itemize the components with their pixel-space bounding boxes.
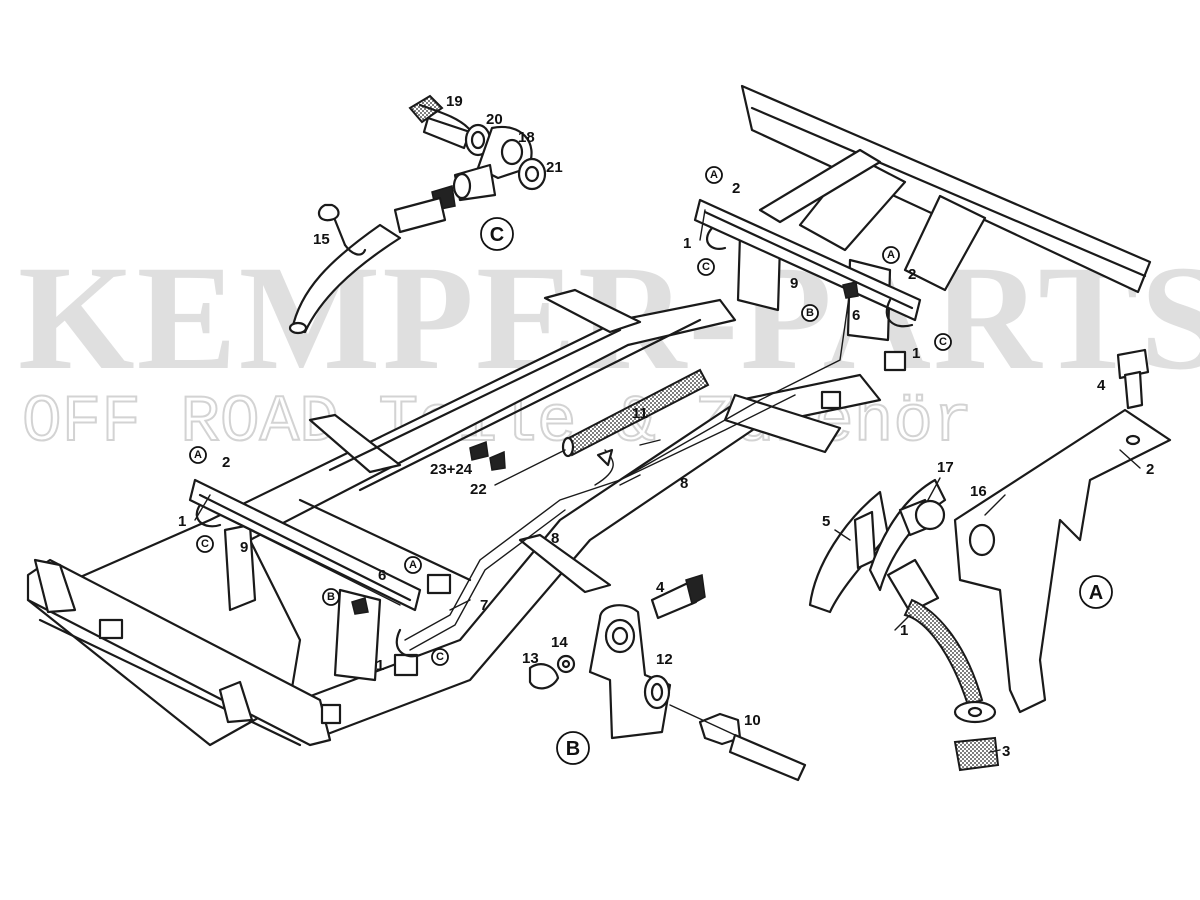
callout-15: 15 bbox=[313, 231, 330, 248]
callout-6-front: 6 bbox=[378, 567, 386, 584]
callout-20: 20 bbox=[486, 111, 503, 128]
callout-18: 18 bbox=[518, 129, 535, 146]
callout-1-front-right: 1 bbox=[376, 657, 384, 674]
callout-17: 17 bbox=[937, 459, 954, 476]
callout-22: 22 bbox=[470, 481, 487, 498]
callout-16: 16 bbox=[970, 483, 987, 500]
marker-b-rear bbox=[801, 304, 819, 322]
tee-piece-rear bbox=[842, 281, 859, 299]
rear-axle-beam bbox=[693, 198, 922, 322]
detail-label-c bbox=[480, 217, 514, 251]
marker-a-front-left bbox=[189, 446, 207, 464]
brake-hoses bbox=[195, 226, 914, 658]
marker-a-rear-right bbox=[882, 246, 900, 264]
callout-8-upper: 8 bbox=[680, 475, 688, 492]
callout-11: 11 bbox=[632, 405, 648, 422]
marker-c-rear-left bbox=[697, 258, 715, 276]
callout-12: 12 bbox=[656, 651, 673, 668]
callout-9-rear: 9 bbox=[790, 275, 798, 292]
callout-8-lower: 8 bbox=[551, 530, 559, 547]
callout-23-24: 23+24 bbox=[430, 461, 473, 478]
tee-piece-front bbox=[351, 597, 369, 615]
location-markers: A A A A B B C C C C bbox=[189, 166, 952, 666]
detail-c-assembly bbox=[288, 94, 547, 335]
detail-b-assembly bbox=[528, 574, 807, 782]
callout-13: 13 bbox=[522, 650, 539, 667]
callout-1-front-left: 1 bbox=[178, 513, 186, 530]
marker-b-front bbox=[322, 588, 340, 606]
marker-a-rear-left bbox=[705, 166, 723, 184]
callout-9-front: 9 bbox=[240, 539, 248, 556]
leader-lines bbox=[449, 439, 1141, 753]
callout-2-front-left: 2 bbox=[222, 454, 230, 471]
svg-text:C: C bbox=[201, 538, 209, 550]
callout-21: 21 bbox=[546, 159, 563, 176]
svg-text:C: C bbox=[436, 651, 444, 663]
callout-1-rear-left: 1 bbox=[683, 235, 691, 252]
callout-1-rear-right: 1 bbox=[912, 345, 920, 362]
detail-label-a bbox=[1079, 575, 1113, 609]
part-number-callouts: 19 20 18 21 15 11 23+24 22 8 8 7 9 9 6 6… bbox=[178, 93, 1154, 760]
callout-7: 7 bbox=[480, 597, 488, 614]
callout-2-rear-right: 2 bbox=[908, 266, 916, 283]
svg-text:A: A bbox=[409, 559, 417, 571]
callout-1-hose: 1 bbox=[900, 622, 908, 639]
callout-5: 5 bbox=[822, 513, 830, 530]
svg-text:B: B bbox=[327, 591, 335, 603]
marker-c-front-right bbox=[431, 648, 449, 666]
svg-text:A: A bbox=[1089, 582, 1103, 604]
svg-text:A: A bbox=[710, 169, 718, 181]
svg-text:B: B bbox=[806, 307, 814, 319]
hose-item-11 bbox=[561, 368, 710, 458]
marker-c-front-left bbox=[196, 535, 214, 553]
svg-text:C: C bbox=[702, 261, 710, 273]
svg-text:A: A bbox=[194, 449, 202, 461]
callout-19: 19 bbox=[446, 93, 463, 110]
brake-lines bbox=[194, 209, 851, 651]
callout-6-rear: 6 bbox=[852, 307, 860, 324]
svg-text:C: C bbox=[939, 336, 947, 348]
callout-4-bracket-bolt: 4 bbox=[1097, 377, 1106, 394]
callout-2-rear-left: 2 bbox=[732, 180, 740, 197]
chassis-frame bbox=[26, 84, 1152, 747]
marker-a-front-right bbox=[404, 556, 422, 574]
detail-label-b bbox=[556, 731, 590, 765]
detail-a-assembly bbox=[808, 348, 1172, 772]
callout-10: 10 bbox=[744, 712, 761, 729]
callout-3: 3 bbox=[1002, 743, 1010, 760]
marker-c-rear-right bbox=[934, 333, 952, 351]
detail-labels: C B A bbox=[480, 217, 1113, 765]
front-axle-beam bbox=[188, 478, 422, 612]
clip-22-23-24 bbox=[469, 440, 506, 471]
svg-text:C: C bbox=[490, 224, 504, 246]
svg-text:B: B bbox=[566, 738, 580, 760]
callout-2-bracket: 2 bbox=[1146, 461, 1154, 478]
callout-4-bolt: 4 bbox=[656, 579, 665, 596]
callout-14: 14 bbox=[551, 634, 568, 651]
svg-text:A: A bbox=[887, 249, 895, 261]
